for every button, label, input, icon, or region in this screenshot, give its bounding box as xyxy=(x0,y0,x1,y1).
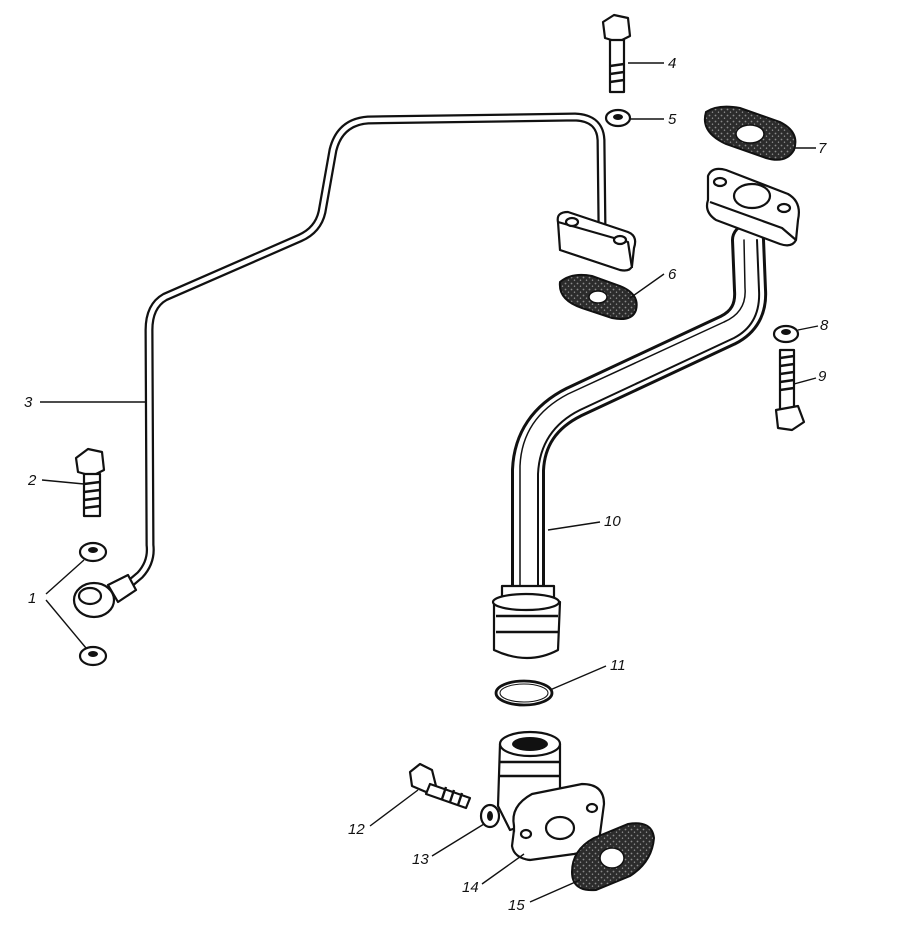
sealing-washer-lower xyxy=(78,645,108,667)
callout-labels: 1 2 3 4 5 6 7 8 9 10 11 12 13 14 15 xyxy=(24,55,829,914)
elbow-union xyxy=(496,730,606,862)
callout-3: 3 xyxy=(24,394,33,411)
drain-pipe-socket xyxy=(491,584,562,660)
supply-tube-flange xyxy=(556,210,637,272)
callout-5: 5 xyxy=(668,111,677,128)
callout-10: 10 xyxy=(604,513,621,530)
sealing-washer-upper xyxy=(78,541,108,563)
return-flange-gasket xyxy=(704,105,797,161)
elbow-gasket xyxy=(570,822,656,892)
flange-bolt-lower xyxy=(774,348,806,432)
callout-15: 15 xyxy=(508,897,525,914)
lock-washer-lower xyxy=(772,324,800,344)
callout-6: 6 xyxy=(668,266,677,283)
lock-washer-upper xyxy=(604,108,632,128)
flange-bolt-upper xyxy=(601,13,632,94)
callout-8: 8 xyxy=(820,317,829,334)
callout-4: 4 xyxy=(668,55,676,72)
supply-flange-gasket xyxy=(558,273,638,320)
callout-1: 1 xyxy=(28,590,36,607)
callout-12: 12 xyxy=(348,821,365,838)
banjo-bolt xyxy=(74,447,106,518)
banjo-fitting xyxy=(72,573,138,619)
o-ring xyxy=(494,679,554,707)
oil-supply-tube xyxy=(115,112,607,597)
callout-9: 9 xyxy=(818,368,827,385)
callout-11: 11 xyxy=(610,657,626,674)
callout-14: 14 xyxy=(462,879,479,896)
callout-13: 13 xyxy=(412,851,429,868)
oil-drain-pipe xyxy=(511,223,768,617)
elbow-bolt xyxy=(408,762,472,810)
callout-7: 7 xyxy=(818,140,827,157)
callout-2: 2 xyxy=(27,472,37,489)
leader-lines xyxy=(40,62,819,903)
lock-washer-elbow xyxy=(479,803,501,829)
drain-pipe-flange xyxy=(705,167,800,247)
